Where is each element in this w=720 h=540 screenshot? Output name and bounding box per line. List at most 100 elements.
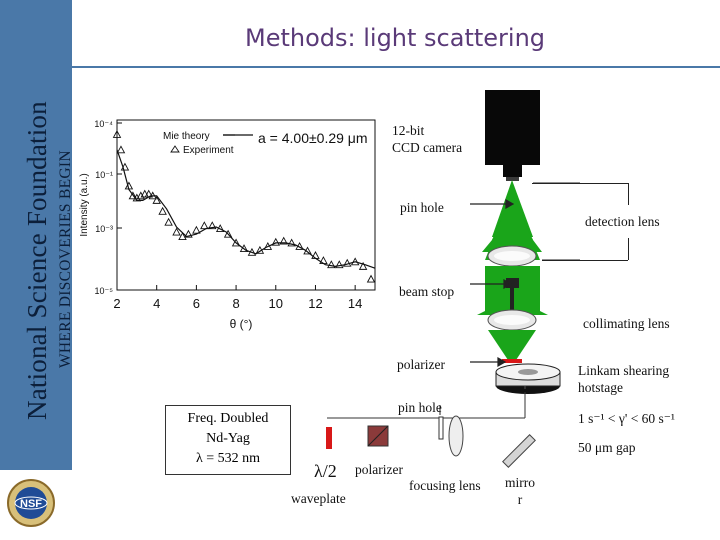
focusing-lens-label: focusing lens	[409, 478, 481, 493]
linkam-label-line1: Linkam shearing	[578, 363, 670, 378]
detection-lens-bracket-top	[532, 183, 628, 184]
x-tick-label: 4	[153, 296, 160, 311]
experiment-point	[148, 191, 157, 200]
mirror-label-line1: mirro	[505, 475, 535, 490]
arrow-beam-stop-head	[503, 278, 513, 290]
waveplate-label: waveplate	[291, 491, 346, 506]
experiment-point	[358, 261, 368, 270]
mirror-label: mirro r	[500, 474, 540, 508]
experiment-point	[350, 257, 360, 266]
detection-lens-bracket-bottom	[542, 260, 628, 261]
leader-detection-lens	[533, 182, 580, 184]
experiment-point	[215, 224, 225, 232]
x-tick-label: 8	[232, 296, 239, 311]
y-tick-label: 10⁻⁴	[94, 119, 113, 129]
waveplate-symbol: λ/2	[314, 461, 337, 481]
focusing-lens-element	[448, 415, 464, 457]
ccd-camera-label-line1: 12-bit	[392, 123, 425, 138]
legend-mie-label: Mie theory	[163, 131, 210, 142]
x-tick-label: 10	[269, 296, 283, 311]
y-tick-label: 10⁻⁵	[95, 286, 114, 296]
polarizer-bottom-label: polarizer	[355, 462, 403, 477]
experiment-point	[158, 206, 167, 215]
optical-setup-diagram	[326, 90, 580, 468]
pin-hole-bottom-element	[438, 416, 444, 440]
org-motto: WHERE DISCOVERIES BEGIN	[57, 150, 74, 368]
experiment-point	[132, 193, 142, 202]
x-tick-label: 14	[348, 296, 362, 311]
legend-experiment-label: Experiment	[183, 145, 234, 156]
x-axis-label: θ (°)	[230, 317, 253, 331]
experiment-point	[116, 145, 126, 154]
x-tick-label: 6	[193, 296, 200, 311]
experiment-point	[128, 191, 138, 200]
laser-line1: Freq. Doubled	[187, 411, 269, 426]
experiment-point	[208, 221, 217, 230]
legend-triangle-marker	[170, 145, 180, 153]
ccd-camera-label-line2: CCD camera	[392, 140, 463, 155]
title-rule	[72, 66, 720, 68]
experiment-point	[319, 256, 328, 265]
hotstage-window	[518, 369, 538, 375]
laser-box: Freq. Doubled Nd-Yag λ = 532 nm	[165, 405, 291, 475]
experiment-point	[366, 274, 376, 283]
arrow-polarizer-head	[497, 356, 507, 368]
page-title: Methods: light scattering	[245, 24, 546, 52]
y-tick-label: 10⁻¹	[95, 170, 113, 180]
sidebar: National Science Foundation WHERE DISCOV…	[0, 0, 74, 470]
experiment-point	[200, 221, 209, 230]
y-axis-label: Intensity (a.u.)	[79, 173, 90, 236]
y-tick-label: 10⁻³	[95, 224, 113, 234]
beam-stop-post	[510, 288, 514, 310]
experiment-point	[112, 129, 122, 138]
experiment-point	[311, 251, 320, 259]
nsf-logo: NSF	[7, 479, 55, 527]
mirror-label-line2: r	[517, 492, 523, 507]
polarizer-top-label: polarizer	[397, 357, 445, 372]
experiment-point	[303, 246, 312, 255]
mirror-element	[502, 434, 536, 468]
experiment-point	[271, 237, 281, 246]
linkam-label-line2: hotstage	[578, 380, 623, 395]
leader-detection-lens-2	[542, 259, 580, 261]
ccd-camera-label: 12-bit CCD camera	[392, 122, 462, 156]
experiment-point	[335, 260, 344, 269]
experiment-point	[342, 258, 352, 267]
collimating-lens-label: collimating lens	[583, 316, 670, 331]
pin-hole-bottom-label: pin hole	[398, 400, 442, 415]
experiment-point	[295, 241, 304, 250]
experiment-point	[152, 195, 161, 204]
experiment-point	[287, 238, 296, 247]
laser-line2: Nd-Yag	[206, 431, 250, 446]
pin-hole-top-label: pin hole	[400, 200, 444, 215]
nsf-logo-orbit	[14, 496, 48, 510]
x-tick-label: 12	[308, 296, 322, 311]
beam-stop-label: beam stop	[399, 284, 455, 299]
experiment-point	[144, 189, 154, 198]
experiment-point	[184, 229, 193, 238]
nsf-logo-text: NSF	[20, 498, 42, 510]
detection-lens-highlight	[494, 251, 530, 261]
experiment-point	[164, 217, 173, 226]
waveplate-element	[326, 427, 332, 449]
gap-label: 50 μm gap	[578, 440, 636, 455]
experiment-point	[172, 227, 181, 236]
beam-converge-lower	[488, 330, 536, 360]
ccd-camera-neck	[503, 165, 522, 177]
detection-lens-bracket-side	[628, 183, 629, 205]
experiment-point	[239, 244, 249, 252]
laser-line3: λ = 532 nm	[195, 451, 261, 466]
fit-annotation: a = 4.00±0.29 μm	[258, 130, 368, 146]
experiment-point	[178, 232, 187, 241]
experiment-point	[247, 247, 257, 256]
arrow-pin-hole-top-head	[505, 198, 515, 210]
detection-lens-bracket-side-2	[628, 238, 629, 260]
polarizer-bottom-axis	[367, 425, 389, 447]
linkam-label: Linkam shearing hotstage	[578, 362, 669, 396]
experiment-point	[124, 181, 134, 190]
experiment-point	[327, 260, 336, 269]
experiment-point	[279, 236, 288, 245]
experiment-point	[255, 245, 265, 254]
experiment-point	[136, 191, 146, 200]
